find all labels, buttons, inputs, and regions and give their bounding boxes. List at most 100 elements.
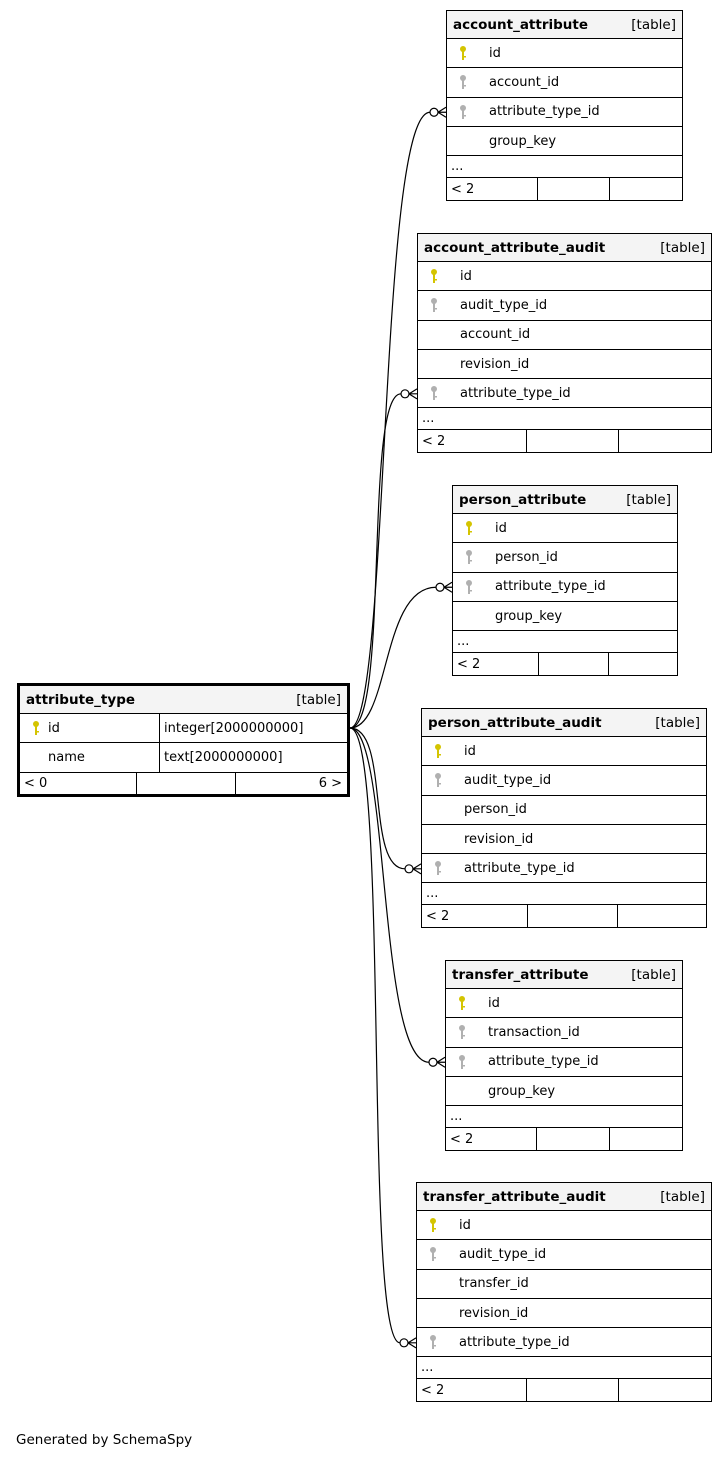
table-header: account_attribute_audit [table] [418, 234, 711, 262]
column-row[interactable]: group_key [453, 602, 677, 632]
optional-circle-marker [428, 1057, 438, 1067]
column-row[interactable]: audit_type_id [418, 291, 711, 321]
table-name: account_attribute [453, 16, 588, 33]
primary-key-icon [422, 268, 446, 284]
foreign-key-icon [426, 860, 450, 876]
column-row[interactable]: group_key [447, 127, 682, 157]
column-name: revision_id [464, 831, 534, 847]
column-row[interactable]: transfer_id [417, 1270, 711, 1299]
table-footer: < 2 [446, 1128, 682, 1151]
column-datatype: integer[2000000000] [164, 720, 304, 736]
parents-count: < 2 [418, 430, 527, 453]
column-row[interactable]: account_id [447, 68, 682, 98]
column-row[interactable]: id [447, 39, 682, 69]
primary-key-icon [451, 45, 475, 61]
foreign-key-icon [450, 1024, 474, 1040]
parents-count: < 2 [453, 653, 539, 676]
more-columns-ellipsis: ... [446, 1106, 682, 1129]
relationship-line [349, 111, 431, 729]
relationship-line [349, 727, 406, 870]
column-row[interactable]: attribute_type_id [418, 379, 711, 409]
column-row[interactable]: id [422, 737, 706, 767]
person-attribute-audit-table[interactable]: person_attribute_audit [table] id audit_typ… [421, 708, 707, 929]
column-row[interactable]: revision_id [418, 350, 711, 380]
more-columns-ellipsis: ... [447, 156, 682, 179]
optional-circle-marker [429, 107, 439, 117]
column-row[interactable]: audit_type_id [422, 766, 706, 796]
optional-circle-marker [435, 582, 445, 592]
column-name: id [48, 720, 60, 736]
column-row[interactable]: attribute_type_id [417, 1328, 711, 1358]
more-columns-ellipsis: ... [418, 408, 711, 431]
column-name: id [464, 743, 476, 759]
column-row[interactable]: person_id [422, 796, 706, 825]
column-row[interactable]: id [446, 989, 682, 1019]
column-name: audit_type_id [464, 772, 552, 788]
more-columns-ellipsis: ... [422, 883, 706, 906]
table-footer: < 2 [417, 1379, 711, 1402]
table-footer: < 2 [447, 178, 682, 201]
column-name: attribute_type_id [464, 860, 575, 876]
column-row[interactable]: attribute_type_id [447, 98, 682, 127]
foreign-key-icon [422, 385, 446, 401]
column-name: person_id [464, 802, 527, 818]
parents-count: < 2 [446, 1128, 537, 1151]
column-name: group_key [495, 608, 563, 624]
column-row[interactable]: person_id [453, 543, 677, 573]
column-row[interactable]: id [453, 514, 677, 544]
crows-foot-marker [436, 1056, 446, 1068]
table-header: attribute_type [table] [20, 686, 347, 714]
column-name: transfer_id [459, 1276, 529, 1292]
column-name: attribute_type_id [488, 1054, 599, 1070]
crows-foot-marker [412, 863, 422, 875]
table-type: [table] [660, 1188, 705, 1205]
column-name: account_id [460, 327, 531, 343]
column-name: revision_id [460, 356, 530, 372]
column-row-id[interactable]: id integer[2000000000] [20, 714, 347, 744]
column-name: revision_id [459, 1305, 529, 1321]
table-header: person_attribute_audit [table] [422, 709, 706, 737]
account-attribute-audit-table[interactable]: account_attribute_audit [table] id audit_ty… [417, 233, 712, 454]
table-type: [table] [660, 239, 705, 256]
optional-circle-marker [400, 389, 410, 399]
column-row[interactable]: id [417, 1211, 711, 1241]
column-row[interactable]: attribute_type_id [446, 1048, 682, 1077]
column-name: attribute_type_id [460, 385, 571, 401]
parents-count: < 2 [447, 178, 538, 201]
relationship-line [349, 727, 401, 1344]
column-row[interactable]: revision_id [417, 1299, 711, 1329]
column-name: group_key [489, 133, 557, 149]
column-name: person_id [495, 549, 558, 565]
column-row[interactable]: id [418, 262, 711, 292]
foreign-key-icon [451, 104, 475, 120]
column-name: attribute_type_id [489, 104, 600, 120]
table-type: [table] [655, 714, 700, 731]
column-row[interactable]: audit_type_id [417, 1240, 711, 1270]
primary-key-icon [24, 720, 48, 736]
column-row[interactable]: attribute_type_id [453, 573, 677, 602]
column-row[interactable]: group_key [446, 1077, 682, 1107]
table-header: transfer_attribute[table] [446, 961, 682, 989]
attribute-type-table[interactable]: attribute_type [table] id integer[200000… [17, 683, 350, 797]
table-type: [table] [631, 16, 676, 33]
column-name: transaction_id [488, 1024, 580, 1040]
column-datatype: text[2000000000] [164, 749, 283, 765]
foreign-key-icon [422, 297, 446, 313]
column-row[interactable]: transaction_id [446, 1018, 682, 1048]
column-name: audit_type_id [460, 297, 548, 313]
foreign-key-icon [426, 772, 450, 788]
parents-count: < 0 [20, 772, 137, 794]
transfer-attribute-table[interactable]: transfer_attribute[table]id transaction_i… [445, 960, 683, 1152]
table-name: account_attribute_audit [424, 239, 606, 256]
column-row[interactable]: revision_id [422, 825, 706, 855]
table-name: person_attribute_audit [428, 714, 602, 731]
column-row[interactable]: account_id [418, 321, 711, 350]
table-type: [table] [296, 691, 341, 708]
crows-foot-marker [437, 106, 447, 118]
table-type: [table] [631, 966, 676, 983]
column-row[interactable]: attribute_type_id [422, 854, 706, 884]
column-row-name[interactable]: name text[2000000000] [20, 743, 347, 773]
